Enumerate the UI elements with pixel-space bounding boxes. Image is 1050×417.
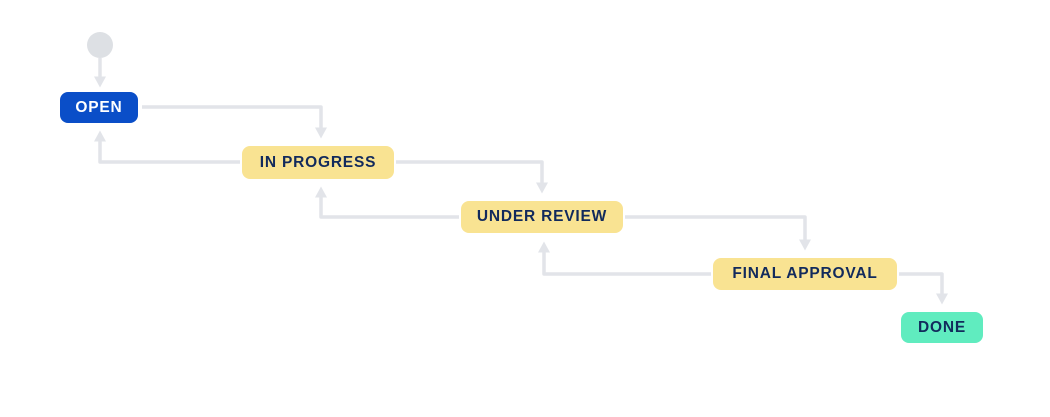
status-under-review[interactable]: UNDER REVIEW: [461, 201, 623, 233]
transition-final-approval-to-under-review: [538, 241, 711, 276]
status-done[interactable]: DONE: [901, 312, 983, 343]
transition-under-review-to-final-approval: [625, 215, 811, 251]
transition-in-progress-to-under-review: [396, 160, 548, 194]
transition-under-review-to-in-progress: [315, 186, 459, 219]
status-final-approval[interactable]: FINAL APPROVAL: [713, 258, 897, 290]
status-open[interactable]: OPEN: [60, 92, 138, 123]
transition-open-to-in-progress: [142, 105, 327, 139]
workflow-start-point: [87, 32, 113, 58]
transition-final-approval-to-done: [899, 272, 948, 305]
status-in-progress[interactable]: IN PROGRESS: [242, 146, 394, 179]
transition-in-progress-to-open: [94, 130, 240, 164]
